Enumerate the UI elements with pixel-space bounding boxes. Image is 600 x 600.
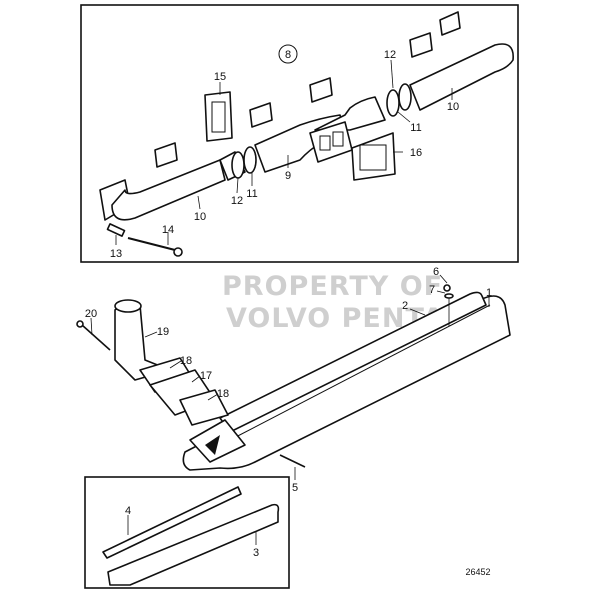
callout-18: 18 <box>180 355 192 367</box>
drawing-number: 26452 <box>465 567 490 577</box>
callout-7: 7 <box>429 284 435 296</box>
exhaust-manifold <box>76 284 511 471</box>
callout-17: 17 <box>200 370 212 382</box>
callout-9: 9 <box>285 170 291 182</box>
callout-11: 11 <box>246 188 257 200</box>
group-marker: 8 <box>285 49 291 61</box>
gasket-16 <box>351 132 396 181</box>
lower-detail-frame <box>84 476 290 589</box>
callout-4: 4 <box>125 505 131 517</box>
callout-11: 11 <box>410 122 421 134</box>
manifold-3 <box>107 503 280 586</box>
upper-detail-frame <box>80 4 519 263</box>
leader-lines <box>90 59 490 545</box>
callout-13: 13 <box>110 248 122 260</box>
callout-18: 18 <box>217 388 229 400</box>
callout-5: 5 <box>292 482 298 494</box>
callout-3: 3 <box>253 547 259 559</box>
callout-20: 20 <box>85 308 97 320</box>
gasket-18b <box>179 389 229 426</box>
callout-19: 19 <box>157 326 169 338</box>
callout-10: 10 <box>194 211 206 223</box>
callout-10: 10 <box>447 101 459 113</box>
callout-16: 16 <box>410 147 422 159</box>
exhaust-pipe-assembly <box>99 11 514 257</box>
callout-6: 6 <box>433 266 439 278</box>
gasket-15 <box>204 91 233 142</box>
callout-2: 2 <box>402 300 408 312</box>
callout-12: 12 <box>231 195 243 207</box>
watermark-line-1: PROPERTY OF <box>222 271 443 302</box>
callout-14: 14 <box>162 224 174 236</box>
manifold-variant-inset <box>102 486 280 586</box>
group-marker-circle <box>278 44 298 64</box>
callout-15: 15 <box>214 71 226 83</box>
gasket-4 <box>102 486 242 559</box>
callout-1: 1 <box>486 287 492 299</box>
callout-12: 12 <box>384 49 396 61</box>
gasket-2 <box>219 291 487 433</box>
